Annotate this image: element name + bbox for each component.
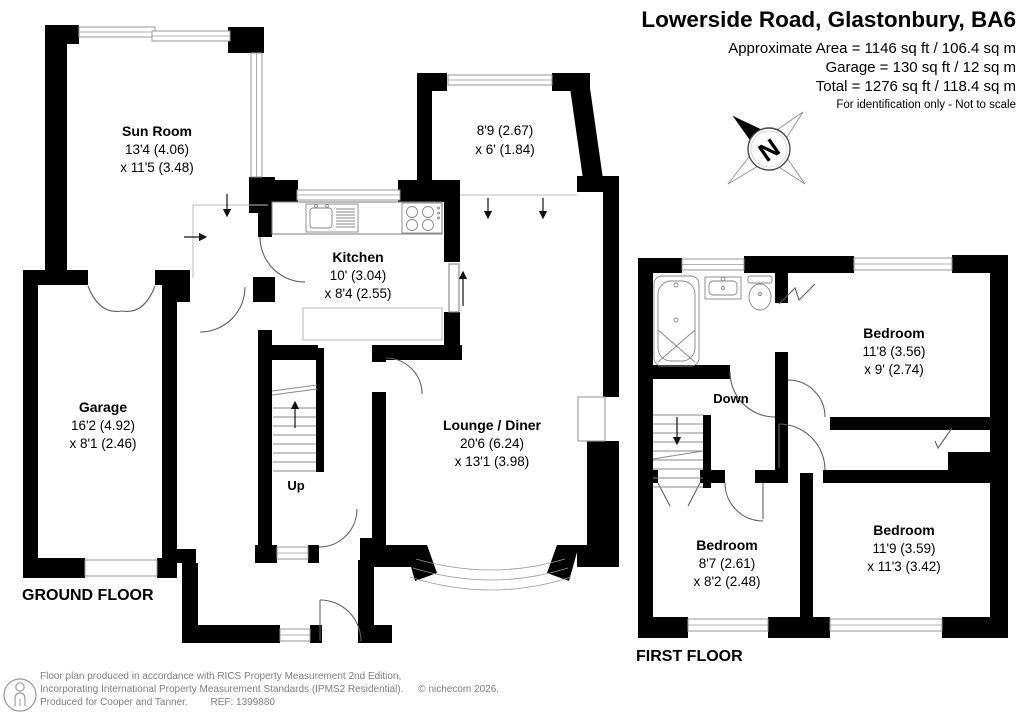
ground-floor-plan: Sun Room 13'4 (4.06) x 11'5 (3.48) Kitch… [22, 25, 619, 643]
bedroom-front-left-dims1: 8'7 (2.61) [699, 556, 756, 571]
hatch-panel [448, 263, 460, 313]
first-floor-doors [657, 283, 953, 522]
total-area: Total = 1276 sq ft / 118.4 sq m [816, 78, 1016, 95]
bathroom-fixtures [653, 275, 773, 367]
header: Lowerside Road, Glastonbury, BA6 Approxi… [641, 7, 1016, 111]
kitchen-dims2: x 8'4 (2.55) [324, 286, 391, 301]
garage-door [84, 559, 158, 577]
compass-rose-icon: N [727, 111, 806, 185]
sun-room-dims1: 13'4 (4.06) [125, 142, 189, 157]
up-label: Up [287, 478, 304, 493]
bedroom-rear-label: Bedroom [863, 325, 924, 341]
bathtub-icon [653, 275, 700, 367]
footer-line2: Incorporating International Property Mea… [40, 684, 404, 695]
stairs-down [652, 414, 704, 488]
kitchen-lower-unit [302, 307, 443, 341]
kitchen-label: Kitchen [332, 249, 383, 265]
ground-floor-labels: Sun Room 13'4 (4.06) x 11'5 (3.48) Kitch… [22, 123, 542, 604]
lounge-diner-dims1: 20'6 (6.24) [460, 436, 524, 451]
ground-floor-doors [87, 194, 577, 642]
first-floor-title: FIRST FLOOR [636, 648, 743, 665]
footer-ref: REF: 1399880 [210, 697, 275, 708]
basin-icon [704, 276, 742, 300]
page-title: Lowerside Road, Glastonbury, BA6 [641, 7, 1016, 32]
sink-drainer-icon [305, 203, 359, 233]
lounge-diner-label: Lounge / Diner [443, 417, 542, 433]
scale-disclaimer: For identification only - Not to scale [836, 99, 1016, 111]
sun-room-label: Sun Room [122, 123, 192, 139]
first-floor-plan: Bedroom 11'8 (3.56) x 9' (2.74) Bedroom … [636, 255, 1008, 665]
lounge-diner-dims2: x 13'1 (3.98) [455, 454, 530, 469]
footer-line3: Produced for Cooper and Tanner. [40, 697, 188, 708]
hob-icon [401, 202, 443, 234]
stairs-up [271, 384, 318, 472]
front-room-dims1: 8'9 (2.67) [477, 123, 534, 138]
ground-floor-windows [78, 26, 572, 642]
person-icon [3, 678, 37, 712]
front-room-dims2: x 6' (1.84) [475, 142, 535, 157]
bedroom-front-left-dims2: x 8'2 (2.48) [693, 574, 760, 589]
garage-area: Garage = 130 sq ft / 12 sq m [825, 59, 1016, 76]
bedroom-front-right-dims2: x 11'3 (3.42) [867, 559, 941, 574]
svg-text:Incorporating International Pr: Incorporating International Property Mea… [40, 684, 499, 695]
footer-copyright: © nichecom 2026. [418, 684, 499, 695]
sun-room-dims2: x 11'5 (3.48) [120, 160, 194, 175]
garage-dims2: x 8'1 (2.46) [69, 436, 136, 451]
bedroom-front-left-label: Bedroom [696, 537, 757, 553]
approximate-area: Approximate Area = 1146 sq ft / 106.4 sq… [728, 40, 1016, 57]
ground-floor-title: GROUND FLOOR [22, 587, 154, 604]
first-floor-labels: Bedroom 11'8 (3.56) x 9' (2.74) Bedroom … [636, 325, 941, 665]
bay-window [409, 558, 572, 591]
garage-dims1: 16'2 (4.92) [71, 418, 135, 433]
first-floor-walls [638, 255, 1008, 638]
garage-label: Garage [79, 399, 127, 415]
bedroom-rear-dims1: 11'8 (3.56) [862, 344, 925, 359]
kitchen-units [271, 201, 443, 341]
footer-line1: Floor plan produced in accordance with R… [40, 671, 401, 682]
first-floor-windows [681, 257, 953, 632]
svg-text:Produced for Cooper and Tanner: Produced for Cooper and Tanner. REF: 139… [40, 697, 275, 708]
toilet-icon [747, 275, 773, 311]
bedroom-front-right-dims1: 11'9 (3.59) [872, 541, 935, 556]
down-label: Down [713, 391, 748, 406]
bedroom-front-right-label: Bedroom [873, 522, 934, 538]
lounge-recess [577, 396, 606, 442]
bedroom-rear-dims2: x 9' (2.74) [864, 362, 924, 377]
kitchen-dims1: 10' (3.04) [330, 268, 387, 283]
footer: Floor plan produced in accordance with R… [3, 671, 499, 712]
